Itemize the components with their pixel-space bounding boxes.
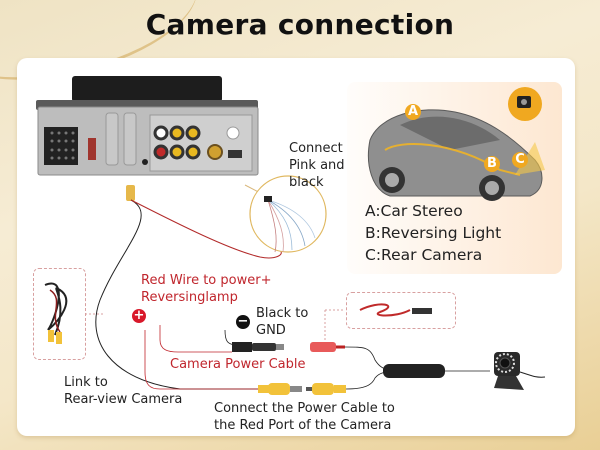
power-cable-image (359, 303, 432, 317)
legend-item-c: C:Rear Camera (365, 246, 483, 264)
marker-a-icon: A (405, 104, 421, 120)
black-gnd-label: Black to GND (256, 306, 309, 338)
legend-item-b: B:Reversing Light (365, 224, 502, 242)
head-unit-image (36, 76, 259, 176)
marker-b-icon: B (484, 156, 500, 172)
extension-cable-image (44, 282, 68, 344)
camera-power-cable-label: Camera Power Cable (170, 357, 306, 372)
legend-item-a: A:Car Stereo (365, 202, 463, 220)
page-title: Camera connection (145, 8, 455, 41)
red-wire-label: Red Wire to power+ Reversinglamp (141, 273, 272, 305)
rca-connector-pair-icon (258, 383, 346, 395)
marker-c-icon: C (512, 152, 528, 168)
plus-icon: + (132, 308, 146, 323)
link-rear-view-label: Link to Rear-view Camera (64, 375, 183, 407)
rca-plug-icon (126, 185, 135, 201)
connect-power-red-port-label: Connect the Power Cable to the Red Port … (214, 401, 395, 433)
extension-cable-inset (33, 268, 86, 360)
dc-plug-icon (232, 342, 345, 352)
minus-icon: − (236, 314, 250, 329)
legend: A:Car Stereo B:Reversing Light C:Rear Ca… (365, 200, 501, 266)
inline-module-icon (383, 364, 445, 378)
power-cable-inset (346, 292, 456, 329)
rear-camera-icon (494, 352, 546, 390)
connect-pink-black-label: Connect Pink and black (289, 141, 345, 190)
